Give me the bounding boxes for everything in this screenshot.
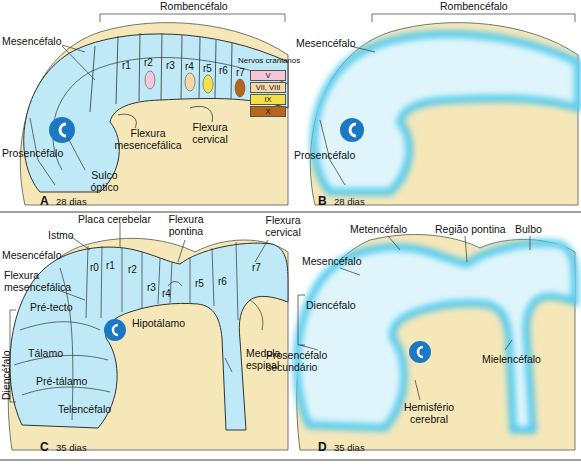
region-label: Diencéfalo [306, 300, 356, 312]
region-label: Diencéfalo [1, 350, 13, 400]
region-label: Hemisfério cerebral [400, 402, 458, 425]
rhombomere-number: r6 [219, 65, 228, 76]
legend-text: X [251, 107, 285, 116]
rhombomere-number: r2 [144, 57, 153, 68]
region-label: Prosencéfalo [294, 150, 355, 162]
age-label: 35 dias [334, 443, 365, 453]
legend-swatch: X [250, 106, 286, 117]
region-label: Rombencéfalo [160, 1, 228, 13]
region-label: Mesencéfalo [2, 250, 62, 262]
panel-letter: C [40, 441, 49, 454]
structure-label: Placa cerebelar [78, 214, 151, 226]
legend-text: V [251, 71, 285, 80]
flexure-label: Flexura cervical [185, 122, 235, 145]
structure-label: Tálamo [28, 348, 63, 360]
structure-label: Hipotálamo [132, 318, 185, 330]
panel-letter: B [318, 195, 327, 208]
rhombomere-number: r6 [218, 276, 227, 287]
structure-label: Istmo [48, 230, 74, 242]
legend-title: Nervos cranianos [238, 57, 300, 66]
rhombomere-number: r7 [252, 262, 261, 273]
region-label: Região pontina [435, 224, 506, 236]
region-label: Prosencéfalo secundário [266, 350, 328, 373]
rhombomere-number: r2 [128, 264, 137, 275]
structure-label: Pré-tecto [30, 302, 73, 314]
flexure-label: Flexura cervical [258, 215, 308, 238]
structure-label: Telencéfalo [58, 404, 111, 416]
rhombomere-number: r7 [236, 67, 245, 78]
rhombomere-number: r0 [90, 262, 99, 273]
region-label: Bulbo [515, 224, 542, 236]
rhombomere-number: r1 [106, 260, 115, 271]
structure-label: Sulco óptico [82, 170, 127, 193]
legend-text: IX [251, 95, 285, 104]
region-label: Mesencéfalo [302, 256, 362, 268]
region-label: Rombencéfalo [440, 1, 508, 13]
flexure-label: Flexura mesencefálica [112, 128, 184, 151]
rhombomere-number: r3 [166, 60, 175, 71]
legend-swatch: VII, VIII [250, 82, 286, 93]
rhombomere-number: r1 [122, 60, 131, 71]
rhombomere-number: r4 [162, 288, 171, 299]
region-label: Mesencéfalo [2, 36, 62, 48]
region-label: Mesencéfalo [296, 38, 356, 50]
age-label: 35 dias [56, 443, 87, 453]
rhombomere-number: r3 [147, 282, 156, 293]
rhombomere-number: r5 [195, 278, 204, 289]
panel-letter: D [318, 441, 327, 454]
age-label: 28 dias [56, 197, 87, 207]
legend-text: VII, VIII [251, 83, 285, 92]
region-label: Mielencéfalo [482, 354, 541, 366]
age-label: 28 dias [334, 197, 365, 207]
region-label: Prosencéfalo [2, 148, 63, 160]
flexure-label: Flexura pontina [162, 214, 210, 237]
region-label: Metencéfalo [350, 224, 407, 236]
flexure-label: Flexura mesencefálica [4, 270, 79, 293]
panel-letter: A [40, 195, 49, 208]
legend-swatch: IX [250, 94, 286, 105]
legend-swatch: V [250, 70, 286, 81]
rhombomere-number: r5 [203, 63, 212, 74]
rhombomere-number: r4 [185, 61, 194, 72]
structure-label: Pré-tálamo [36, 376, 87, 388]
